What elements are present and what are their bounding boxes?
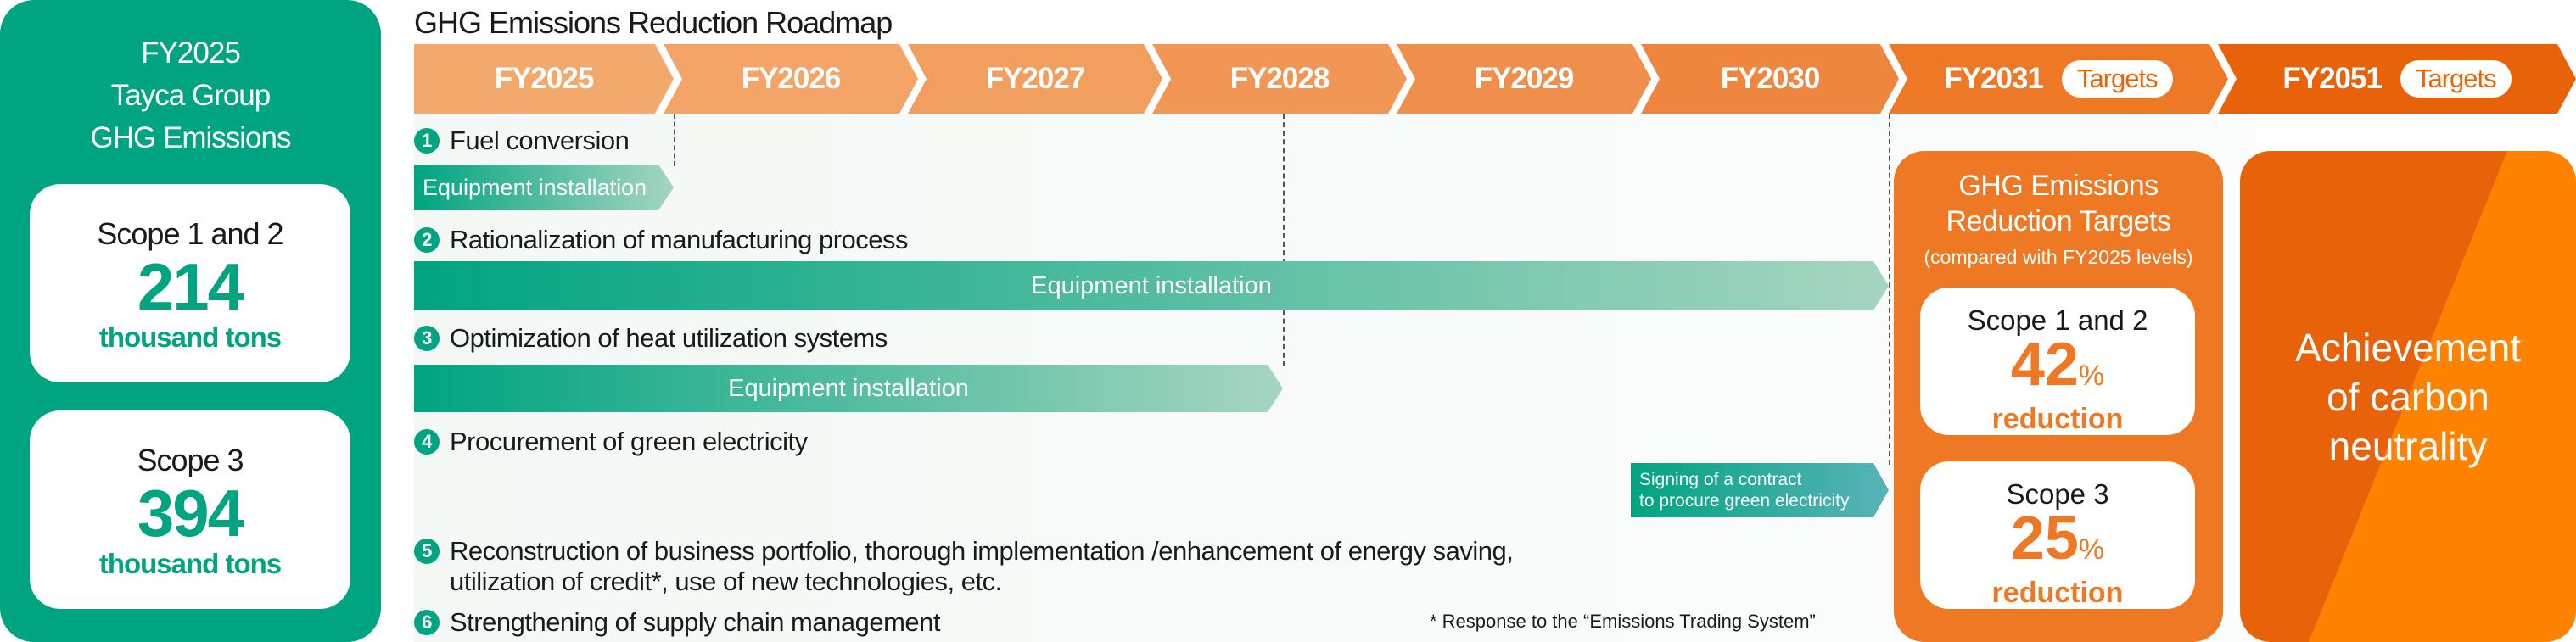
heading-line: GHG Emissions (90, 121, 292, 154)
equipment-installation-bar: Equipment installation (414, 165, 674, 210)
item-text: Fuel conversion (450, 126, 630, 155)
item-text: Rationalization of manufacturing process (450, 225, 909, 254)
bar-label: Signing of a contract to procure green e… (1639, 470, 1850, 511)
year-label: FY2027 (985, 62, 1085, 95)
reduction-label: reduction (1991, 577, 2124, 609)
year-label: FY2028 (1229, 62, 1330, 95)
year-fy2030: FY2030 (1641, 44, 1899, 114)
scope12-target-box: Scope 1 and 2 42% reduction (1920, 288, 2195, 435)
number-badge: 6 (414, 610, 440, 635)
targets-heading: GHG Emissions Reduction Targets (1946, 170, 2171, 237)
number-badge: 1 (414, 128, 440, 154)
item-green-electricity: 4 Procurement of green electricity (414, 427, 808, 457)
targets-pill: Targets (2062, 60, 2173, 98)
item-supply-chain: 6 Strengthening of supply chain managemen… (414, 607, 941, 638)
bar-label: Equipment installation (1031, 271, 1272, 299)
carbon-neutrality-panel: Achievement of carbon neutrality (2240, 151, 2576, 642)
goal-text: Achievement of carbon neutrality (2295, 325, 2521, 468)
scope3-target-box: Scope 3 25% reduction (1920, 461, 2195, 609)
bar-label: Equipment installation (423, 174, 647, 200)
item-rationalization: 2 Rationalization of manufacturing proces… (414, 225, 909, 255)
bar-label: Equipment installation (728, 374, 969, 402)
item-text: Procurement of green electricity (450, 427, 808, 456)
item-heat-utilization: 3 Optimization of heat utilization system… (414, 323, 888, 354)
year-label: FY2030 (1720, 62, 1820, 95)
dashed-guide (674, 114, 675, 166)
year-label: FY2031 (1944, 62, 2043, 95)
scope3-box: Scope 3 394 thousand tons (30, 410, 350, 609)
year-fy2028: FY2028 (1152, 44, 1407, 114)
year-fy2051: FY2051 Targets (2218, 44, 2576, 114)
number-badge: 3 (414, 326, 440, 351)
year-fy2026: FY2026 (664, 44, 918, 114)
scope12-box: Scope 1 and 2 214 thousand tons (30, 184, 350, 382)
heading-line: FY2025 (141, 36, 241, 70)
year-label: FY2029 (1474, 62, 1574, 95)
contract-signing-bar: Signing of a contract to procure green e… (1631, 463, 1889, 517)
reduction-targets-panel: GHG Emissions Reduction Targets (compare… (1894, 151, 2223, 642)
fy2025-emissions-panel: FY2025 Tayca Group GHG Emissions Scope 1… (0, 0, 381, 642)
panel-heading: FY2025 Tayca Group GHG Emissions (0, 32, 381, 159)
roadmap-title: GHG Emissions Reduction Roadmap (414, 5, 893, 40)
target-value: 25 (2010, 505, 2079, 572)
target-value: 42 (2010, 331, 2079, 399)
scope-label: Scope 3 (2006, 478, 2109, 510)
item-text: Strengthening of supply chain management (450, 607, 941, 637)
scope-value: 394 (137, 476, 244, 550)
footnote: * Response to the “Emissions Trading Sys… (1430, 611, 1816, 632)
year-label: FY2025 (494, 62, 594, 95)
heading-line: Tayca Group (110, 79, 271, 112)
scope-value: 214 (137, 249, 244, 324)
year-fy2029: FY2029 (1397, 44, 1651, 114)
year-label: FY2051 (2282, 62, 2382, 95)
equipment-installation-bar: Equipment installation (414, 261, 1889, 310)
targets-pill: Targets (2400, 60, 2512, 98)
year-fy2031: FY2031 Targets (1889, 44, 2228, 114)
number-badge: 4 (414, 429, 440, 455)
scope-label: Scope 1 and 2 (1967, 304, 2148, 336)
targets-subheading: (compared with FY2025 levels) (1924, 246, 2193, 268)
year-fy2027: FY2027 (908, 44, 1162, 114)
year-fy2025: FY2025 (414, 44, 674, 114)
number-badge: 5 (414, 539, 440, 564)
item-business-portfolio: 5 Reconstruction of business portfolio, t… (414, 536, 1514, 597)
equipment-installation-bar: Equipment installation (414, 365, 1283, 412)
item-text: Reconstruction of business portfolio, th… (450, 536, 1514, 596)
scope-unit: thousand tons (98, 321, 282, 353)
scope-label: Scope 3 (137, 443, 244, 477)
year-label: FY2026 (741, 62, 841, 95)
dashed-guide (1283, 114, 1285, 366)
scope-label: Scope 1 and 2 (97, 216, 283, 251)
reduction-label: reduction (1991, 403, 2124, 435)
item-fuel-conversion: 1 Fuel conversion (414, 126, 630, 156)
scope-unit: thousand tons (98, 548, 282, 579)
number-badge: 2 (414, 227, 440, 253)
dashed-guide (1889, 114, 1890, 465)
percent-unit: % (2078, 533, 2105, 566)
item-text: Optimization of heat utilization systems (450, 323, 888, 353)
percent-unit: % (2078, 360, 2105, 392)
